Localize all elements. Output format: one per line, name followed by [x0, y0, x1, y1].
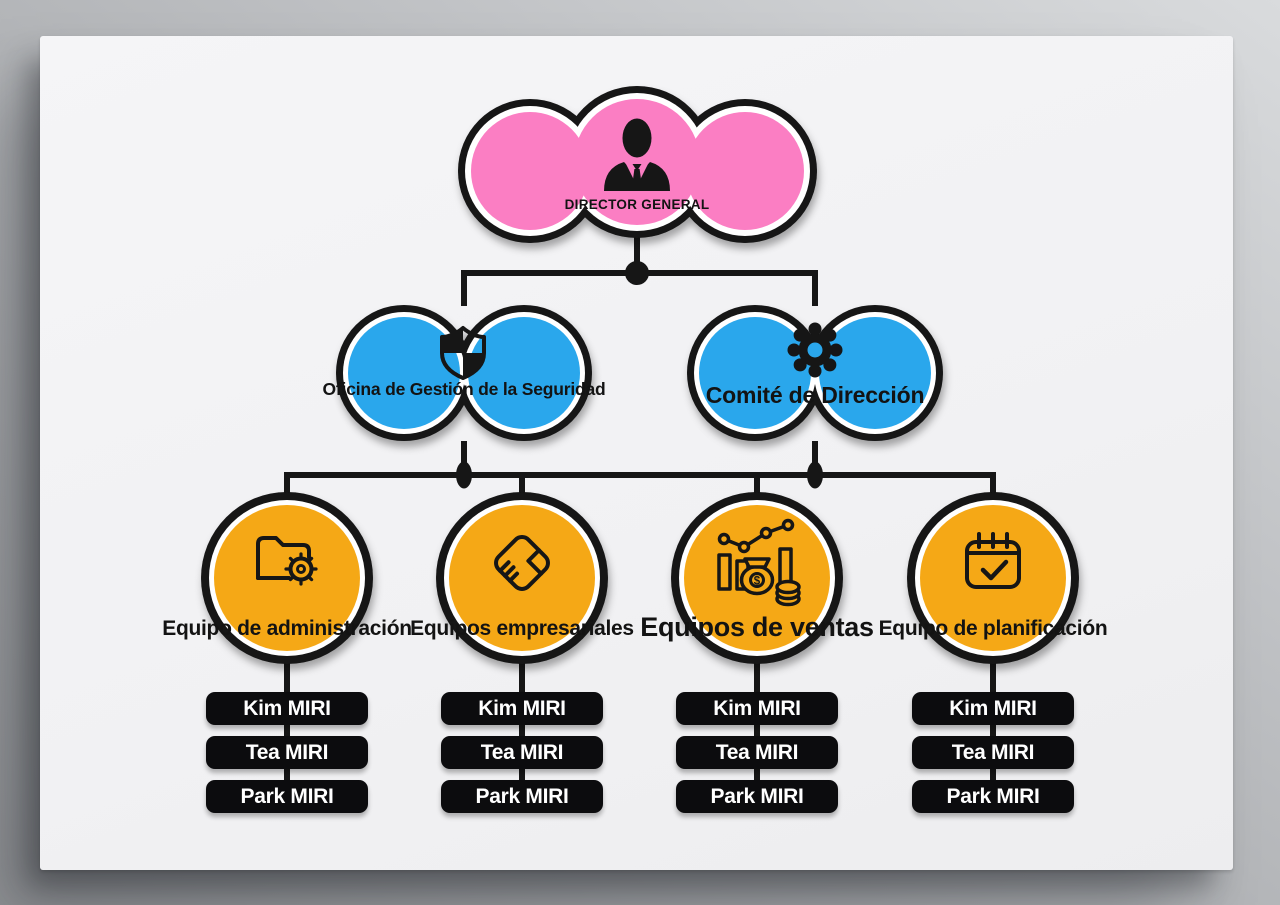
node-fill — [699, 317, 931, 429]
team-node-sales: $ — [671, 492, 843, 664]
member-pill: Park MIRI — [912, 780, 1074, 813]
security-shield-icon — [440, 326, 486, 380]
member-pill: Park MIRI — [676, 780, 838, 813]
department-security-label: Oficina de Gestión de la Seguridad — [322, 379, 606, 399]
node-fill — [348, 317, 580, 429]
sales-chart-icon: $ — [717, 518, 801, 607]
node-fill — [449, 505, 595, 651]
team-sales-label: Equipos de ventas — [640, 612, 874, 642]
level2-junction-line — [284, 472, 996, 494]
member-pill: Kim MIRI — [206, 692, 368, 725]
team-business-label: Equipos empresariales — [410, 617, 634, 640]
member-pill: Tea MIRI — [912, 736, 1074, 769]
member-pill: Tea MIRI — [206, 736, 368, 769]
node-fill — [471, 99, 804, 230]
root-node-label: DIRECTOR GENERAL — [564, 197, 710, 212]
folder-gear-icon — [256, 536, 318, 586]
dollar-glyph: $ — [754, 576, 761, 588]
businessperson-icon — [604, 118, 670, 191]
calendar-check-icon — [965, 532, 1021, 589]
org-chart-card: $ DIRECTOR GENERAL Oficina de Gestión de… — [40, 36, 1233, 870]
department-direction-label: Comité de Dirección — [705, 382, 925, 408]
team-node-business — [436, 492, 608, 664]
member-pill: Kim MIRI — [912, 692, 1074, 725]
junction-dot — [807, 461, 823, 489]
gear-icon — [787, 322, 843, 378]
root-node — [458, 86, 817, 243]
junction-dot — [625, 261, 649, 285]
member-pill: Kim MIRI — [441, 692, 603, 725]
department-node-direction — [687, 305, 943, 441]
member-pill: Tea MIRI — [676, 736, 838, 769]
team-planning-label: Equipo de planificación — [878, 617, 1108, 640]
junction-dot — [456, 461, 472, 489]
connector-lines — [284, 232, 996, 802]
member-pill: Kim MIRI — [676, 692, 838, 725]
handshake-icon — [494, 535, 550, 591]
org-chart-canvas: $ — [201, 86, 1079, 802]
member-pill: Park MIRI — [441, 780, 603, 813]
team-node-administration — [201, 492, 373, 664]
team-node-planning — [907, 492, 1079, 664]
member-pill: Park MIRI — [206, 780, 368, 813]
team-administration-label: Equipo de administración — [162, 617, 412, 640]
department-node-security — [336, 305, 592, 441]
member-pill: Tea MIRI — [441, 736, 603, 769]
